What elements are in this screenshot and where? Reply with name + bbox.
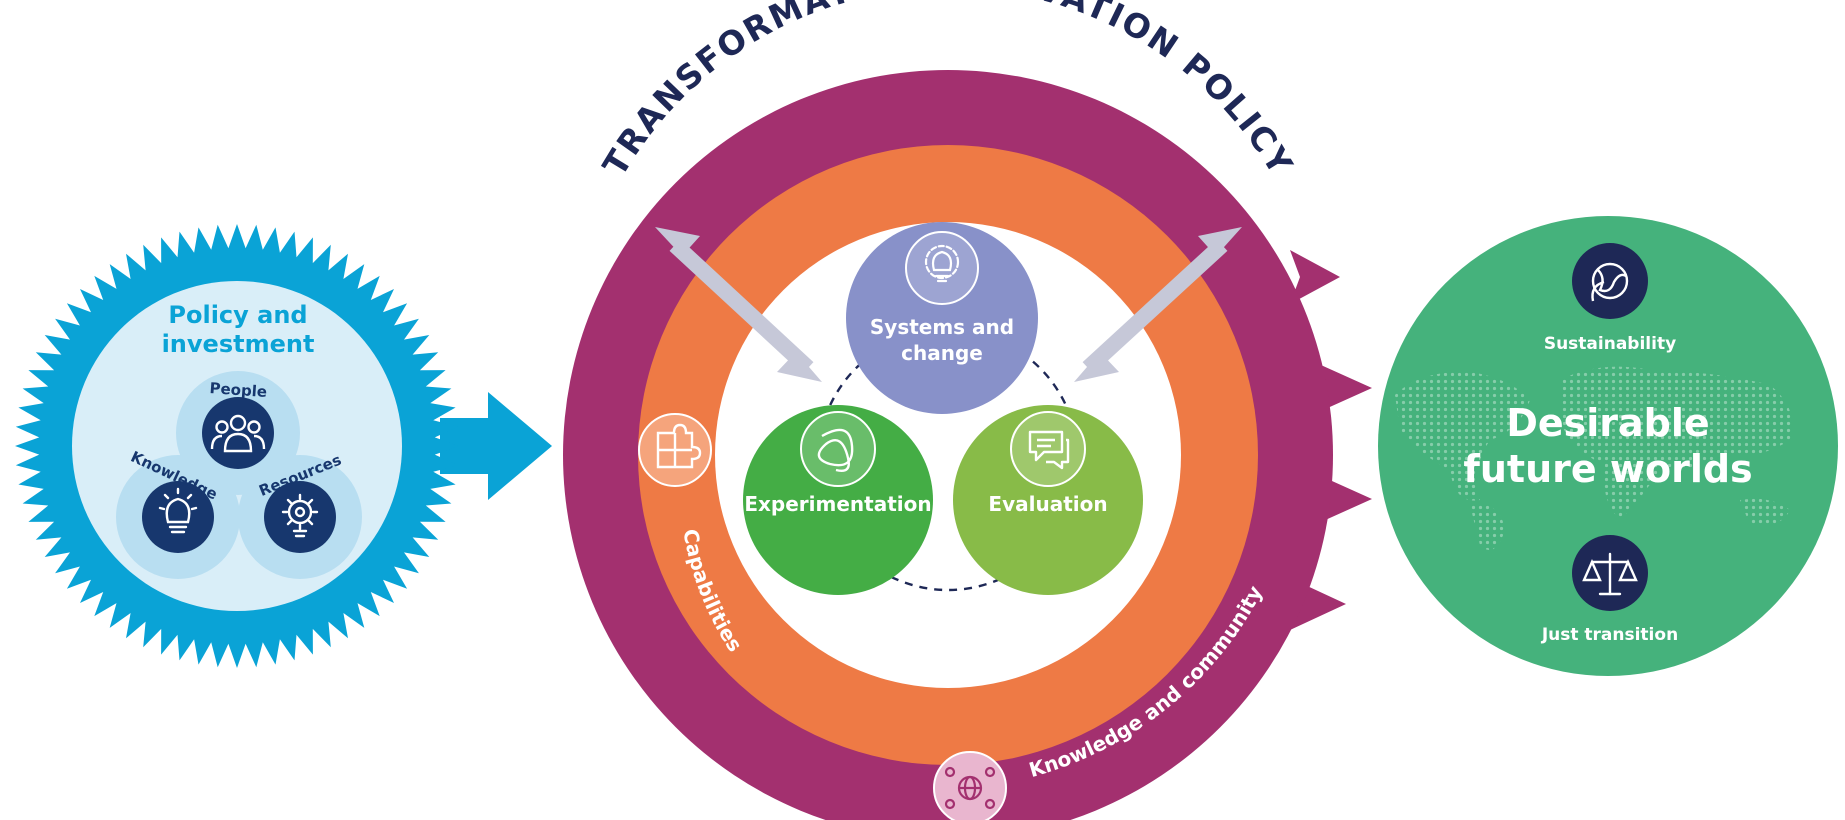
- future-worlds-section: Sustainability Desirable future worlds J…: [1378, 216, 1838, 676]
- experimentation-label: Experimentation: [744, 492, 931, 516]
- chevron-right-icon: [1290, 250, 1340, 304]
- unsustainable-systems-label: Unsustainable systems: [125, 168, 366, 241]
- policy-heading-line2: investment: [162, 330, 315, 358]
- lightbulb-gear-icon: [905, 231, 979, 305]
- policy-investment-section: Unsustainable systems Policy and investm…: [15, 168, 552, 740]
- world-map-dots: [1395, 366, 1793, 550]
- globe-leaf-icon: [1572, 243, 1648, 319]
- sustainability-label: Sustainability: [1544, 334, 1676, 354]
- evaluation-node: Evaluation: [953, 405, 1143, 595]
- lightbulb-head-icon: [142, 481, 214, 553]
- future-worlds-line2: future worlds: [1463, 447, 1752, 491]
- people-group-icon: [202, 397, 274, 469]
- chat-bubbles-icon: [1010, 411, 1086, 487]
- gear-bulb-icon: [264, 481, 336, 553]
- knot-icon: [800, 411, 876, 487]
- scales-icon: [1572, 535, 1648, 611]
- systems-change-line2: change: [901, 341, 983, 365]
- double-arrow-right: [1074, 227, 1242, 382]
- people-label: People: [209, 379, 268, 401]
- globe-network-icon: [933, 751, 1007, 820]
- evaluation-label: Evaluation: [988, 492, 1107, 516]
- experimentation-node: Experimentation: [743, 405, 933, 595]
- flow-arrow-left: [440, 392, 552, 500]
- systems-change-node: Systems and change: [846, 222, 1038, 414]
- puzzle-icon: [638, 413, 712, 487]
- systems-change-line1: Systems and: [870, 315, 1014, 339]
- tip-section: Systems and change Experimentation: [563, 0, 1372, 820]
- policy-heading-line1: Policy and: [168, 301, 307, 329]
- inequality-exclusion-label: Inequality and exclusion: [129, 666, 360, 740]
- double-arrow-left: [655, 227, 822, 382]
- future-worlds-line1: Desirable: [1506, 401, 1709, 445]
- just-transition-label: Just transition: [1541, 625, 1678, 645]
